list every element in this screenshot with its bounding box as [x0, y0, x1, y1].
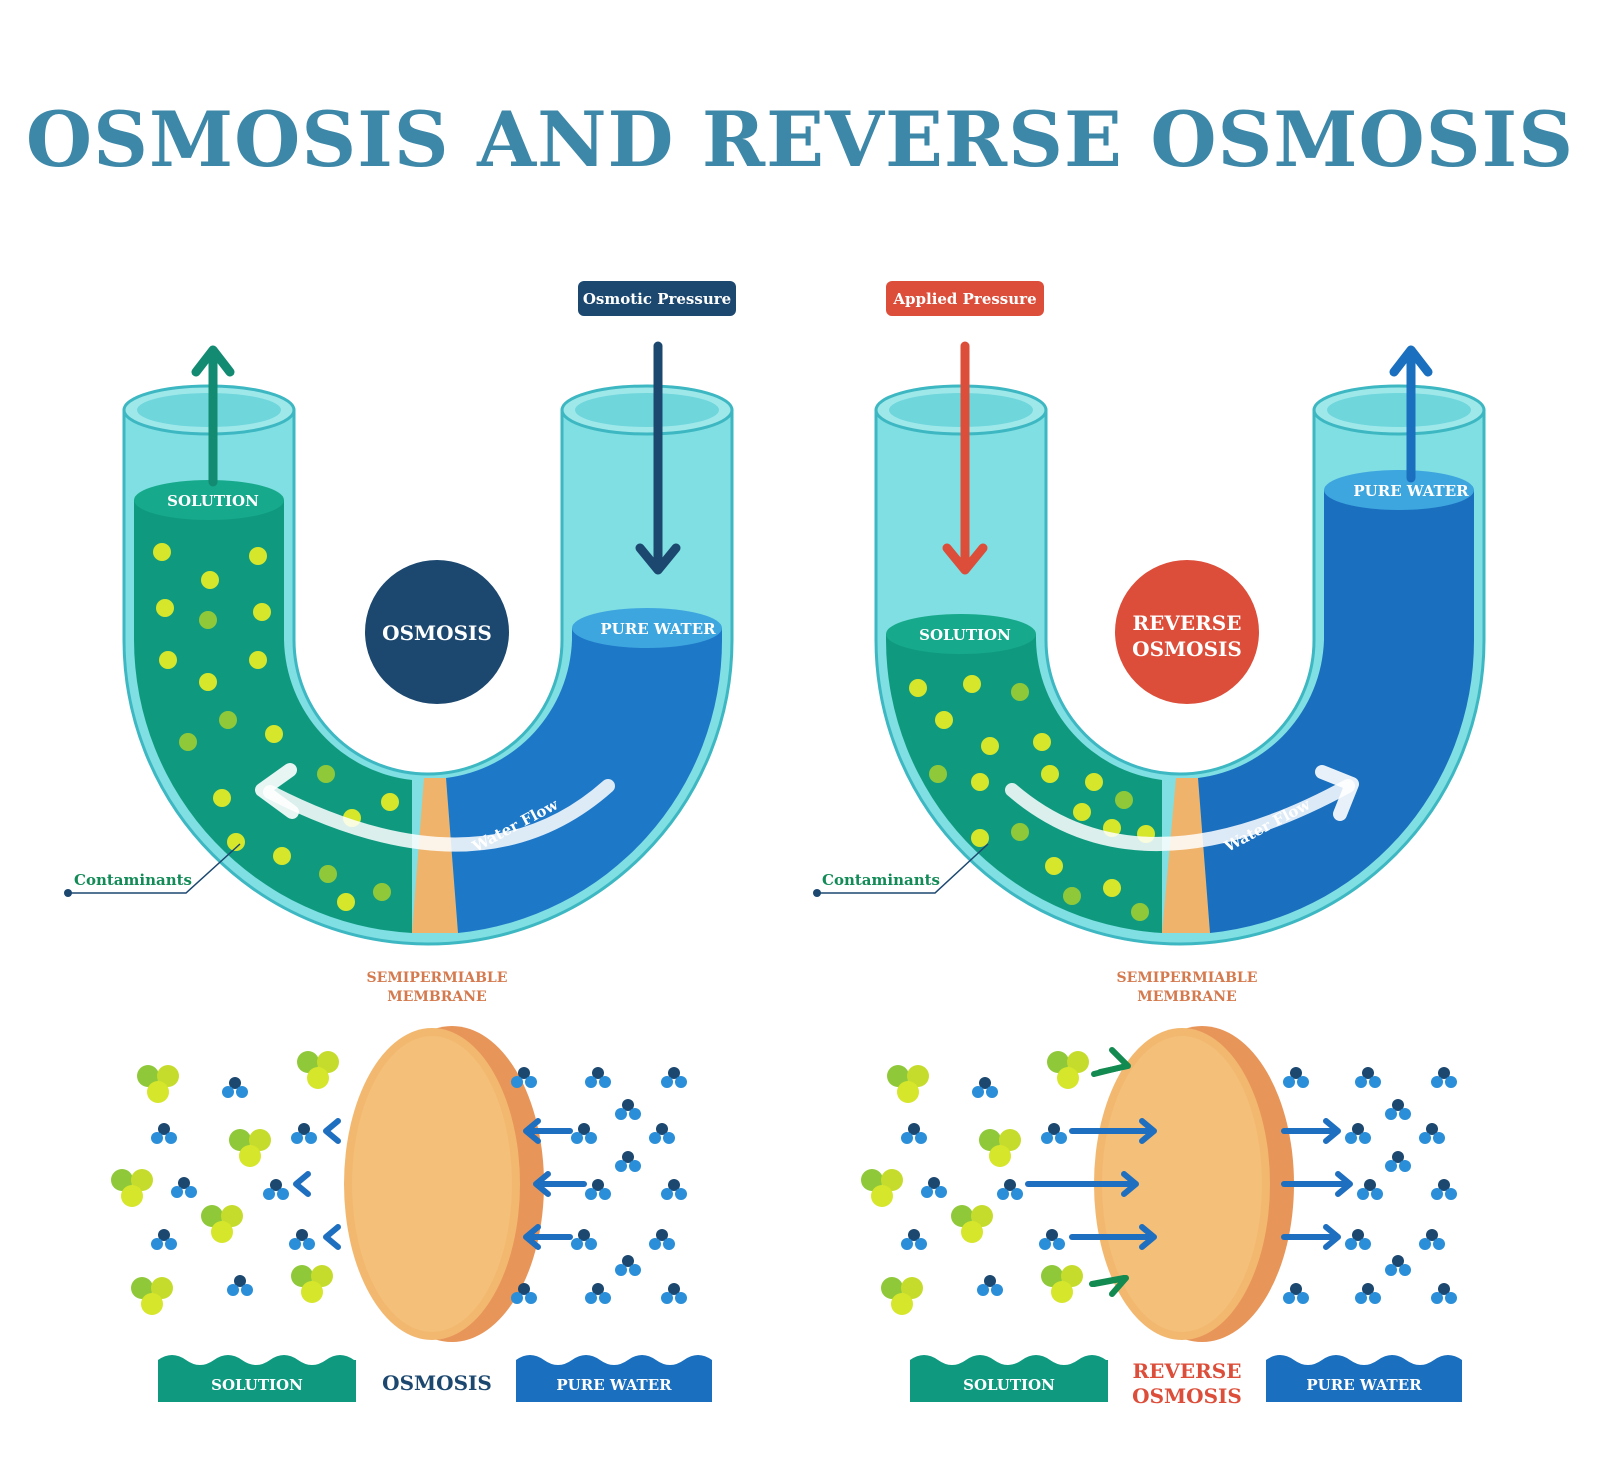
osmosis-badge-label: OSMOSIS [382, 621, 492, 645]
osmosis-legend-solution-label: SOLUTION [211, 1376, 303, 1394]
applied-pressure-tag [886, 281, 1044, 316]
reverse-osmosis-badge [1115, 560, 1259, 704]
reverse-legend-water-bar [1266, 1355, 1462, 1402]
osmosis-legend-center-label: OSMOSIS [382, 1371, 492, 1395]
applied-pressure-label: Applied Pressure [892, 290, 1036, 308]
reverse-badge-label-1: REVERSE [1133, 611, 1242, 635]
tube-membrane [1162, 778, 1210, 933]
reverse-contaminants-label: Contaminants [822, 871, 940, 889]
osmosis-membrane-label-1: SEMIPERMIABLE [367, 970, 508, 986]
reverse-membrane-label-2: MEMBRANE [1137, 989, 1236, 1005]
reverse-legend-center-label-2: OSMOSIS [1132, 1384, 1242, 1408]
reverse-badge-label-2: OSMOSIS [1132, 637, 1242, 661]
water-molecules [151, 1067, 687, 1304]
osmotic-pressure-tag [578, 281, 736, 316]
contaminant-dots [153, 543, 399, 911]
water-fill [446, 628, 723, 933]
reverse-osmosis-u-tube [813, 341, 1486, 946]
osmosis-membrane-detail [111, 1026, 687, 1342]
reverse-membrane-detail [861, 1026, 1457, 1342]
contaminant-dots [909, 675, 1155, 921]
contaminant-clusters [861, 1051, 1089, 1315]
reverse-legend-solution-bar [910, 1355, 1108, 1402]
water-fill [1198, 490, 1475, 933]
osmosis-legend-solution-bar [158, 1355, 356, 1402]
osmosis-solution-label: SOLUTION [167, 492, 259, 510]
osmosis-legend-water-bar [516, 1355, 712, 1402]
osmosis-legend-water-label: PURE WATER [556, 1376, 672, 1394]
water-molecules [901, 1067, 1457, 1304]
water-flow-arrow [1005, 779, 1355, 851]
contaminant-clusters [111, 1051, 339, 1315]
tube-membrane [412, 778, 458, 933]
reverse-membrane-label-1: SEMIPERMIABLE [1117, 970, 1258, 986]
osmosis-membrane-label-2: MEMBRANE [387, 989, 486, 1005]
page-title: OSMOSIS AND REVERSE OSMOSIS [25, 95, 1575, 184]
reverse-legend-solution-label: SOLUTION [963, 1376, 1055, 1394]
osmotic-pressure-label: Osmotic Pressure [583, 290, 731, 308]
osmosis-contaminants-label: Contaminants [74, 871, 192, 889]
reverse-water-label: PURE WATER [1353, 482, 1469, 500]
solution-fill [886, 634, 1162, 933]
water-flow-arrow [263, 779, 615, 852]
osmosis-water-label: PURE WATER [600, 620, 716, 638]
reverse-legend-water-label: PURE WATER [1306, 1376, 1422, 1394]
reverse-legend-center-label-1: REVERSE [1133, 1359, 1242, 1383]
osmosis-u-tube [64, 341, 734, 946]
solution-fill [134, 500, 412, 933]
reverse-solution-label: SOLUTION [919, 626, 1011, 644]
osmosis-badge [365, 560, 509, 704]
